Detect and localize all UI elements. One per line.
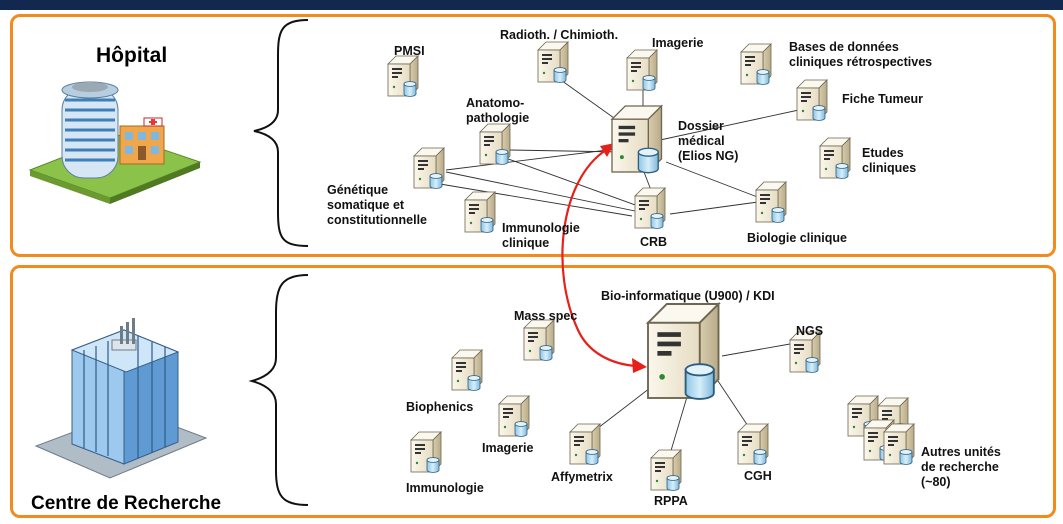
autres-unites-server-icon-4 xyxy=(883,423,915,465)
biologie-server-icon xyxy=(755,181,787,223)
label-rppa: RPPA xyxy=(654,494,688,508)
hopital-bracket xyxy=(253,19,309,247)
label-radiotherapie: Radioth. / Chimioth. xyxy=(500,28,619,42)
label-cgh: CGH xyxy=(744,469,772,483)
label-bioinformatique: Bio-informatique (U900) / KDI xyxy=(601,289,775,303)
hopital-title: Hôpital xyxy=(96,44,168,67)
bases-donnees-server-icon xyxy=(740,43,772,85)
label-ngs: NGS xyxy=(796,324,824,338)
crb-server-icon xyxy=(634,187,666,229)
anatomo-server-icon xyxy=(479,123,511,165)
label-imagerie-recherche: Imagerie xyxy=(482,441,534,455)
label-mass-spec: Mass spec xyxy=(514,309,578,323)
label-pmsi: PMSI xyxy=(394,44,425,58)
top-bar xyxy=(0,0,1063,10)
immuno-clinique-server-icon xyxy=(464,191,496,233)
label-crb: CRB xyxy=(640,235,668,249)
label-imagerie-hopital: Imagerie xyxy=(652,36,704,50)
centre-recherche-building-icon xyxy=(34,318,208,479)
label-autres-unites: Autres unités de recherche (~80) xyxy=(921,445,1001,489)
etudes-server-icon xyxy=(819,137,851,179)
label-fiche-tumeur: Fiche Tumeur xyxy=(842,92,924,106)
label-anatomo: Anatomo- pathologie xyxy=(466,96,530,125)
radiotherapie-server-icon xyxy=(537,41,569,83)
hopital-panel xyxy=(10,14,1056,257)
biophenics-server-icon xyxy=(451,349,483,391)
immunologie-server-icon xyxy=(410,431,442,473)
mass-spec-server-icon xyxy=(523,319,555,361)
fiche-tumeur-server-icon xyxy=(796,79,828,121)
centre-recherche-title: Centre de Recherche xyxy=(31,493,222,514)
dossier-medical-server-icon xyxy=(611,105,663,174)
pmsi-server-icon xyxy=(387,55,419,97)
centre-bracket xyxy=(248,274,309,506)
centre-recherche-panel xyxy=(10,265,1056,518)
hopital-building-icon xyxy=(28,81,202,204)
affymetrix-server-icon xyxy=(569,423,601,465)
integration-arrow xyxy=(561,143,647,373)
imagerie-recherche-server-icon xyxy=(498,395,530,437)
label-biologie-clinique: Biologie clinique xyxy=(747,231,848,245)
imagerie-hopital-server-icon xyxy=(626,49,658,91)
label-biophenics: Biophenics xyxy=(406,400,474,414)
label-affymetrix: Affymetrix xyxy=(551,470,613,484)
label-immunologie-clinique: Immunologie clinique xyxy=(502,221,580,250)
bioinfo-server-icon xyxy=(646,302,720,401)
label-etudes-cliniques: Etudes cliniques xyxy=(862,146,917,175)
label-bases-donnees: Bases de données cliniques rétrospective… xyxy=(789,40,933,69)
rppa-server-icon xyxy=(650,449,682,491)
label-genetique: Génétique somatique et constitutionnelle xyxy=(327,183,427,227)
label-dossier-medical: Dossier médical (Elios NG) xyxy=(678,119,739,163)
cgh-server-icon xyxy=(737,423,769,465)
label-immunologie: Immunologie xyxy=(406,481,484,495)
